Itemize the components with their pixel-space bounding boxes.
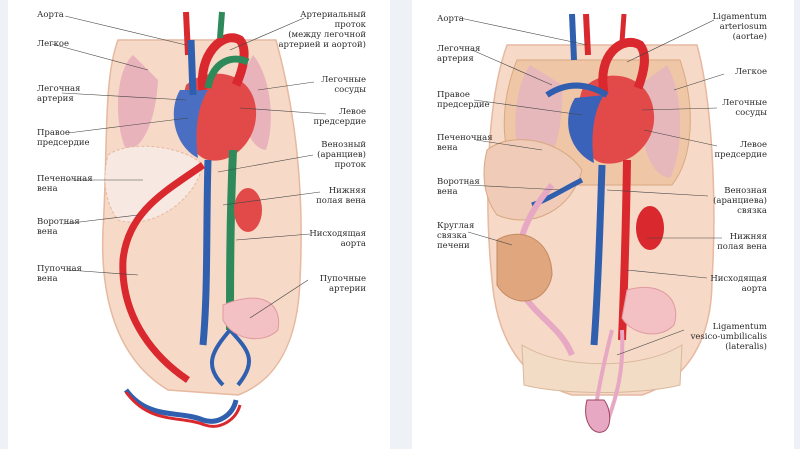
label-right-atrium: Правое предсердие: [437, 90, 490, 110]
right-lung: [117, 55, 158, 150]
aorta-arch: [598, 38, 649, 93]
adult-anatomy-drawing: [459, 13, 725, 433]
lig-vesico-umbilicalis-right: [606, 329, 625, 421]
fetal-circulation-panel: Аорта Легкое Легочная артерия Правое пре…: [8, 0, 390, 449]
aorta-arch: [197, 33, 249, 91]
label-left-atrium: Левое предсердие: [313, 107, 366, 127]
label-right-atrium: Правое предсердие: [37, 128, 90, 148]
label-hepatic-vein: Печеночная вена: [437, 133, 493, 153]
label-lig-vesico-umbilicalis: Ligamentum vesico-umbilicalis (lateralis…: [690, 322, 767, 352]
label-pulmonary-vessels: Легочные сосуды: [722, 98, 767, 118]
label-ivc: Нижняя полая вена: [717, 232, 767, 252]
umbilical-artery-left: [228, 328, 251, 387]
descending-aorta: [618, 159, 631, 341]
pulmonary-trunk: [204, 55, 250, 89]
pulmonary-trunk: [545, 82, 609, 98]
neck-artery-2: [619, 13, 627, 43]
label-pulmonary-artery: Легочная артерия: [437, 44, 481, 64]
label-portal-vein: Воротная вена: [437, 177, 480, 197]
label-ligamentum-arteriosum: Ligamentum arteriosum (aortae): [712, 12, 767, 42]
label-aorta: Аорта: [37, 10, 64, 20]
label-descending-aorta: Нисходящая аорта: [710, 274, 767, 294]
umbilical-cord: [123, 388, 239, 424]
label-pulmonary-vessels: Легочные сосуды: [321, 75, 366, 95]
label-umbilical-arteries: Пупочные артерии: [319, 274, 366, 294]
neck-artery-2: [217, 11, 225, 39]
label-round-ligament: Круглая связка печени: [437, 221, 475, 251]
adult-circulation-panel: Аорта Легочная артерия Правое предсердие…: [412, 0, 794, 449]
umbilicus: [585, 399, 611, 433]
label-ivc: Нижняя полая вена: [316, 186, 366, 206]
stomach: [496, 233, 553, 302]
label-venous-ligament: Венозная (аранциева) связка: [713, 186, 767, 216]
fetal-anatomy-drawing: [51, 11, 327, 428]
liver: [104, 145, 204, 223]
left-lung: [639, 65, 681, 178]
label-umbilical-vein: Пупочная вена: [37, 264, 82, 284]
label-ductus-venosus: Венозный (аранциев) проток: [317, 140, 366, 170]
label-lung: Легкое: [734, 67, 767, 77]
right-heart: [173, 90, 208, 158]
kidney: [234, 188, 262, 232]
intestine: [621, 286, 677, 335]
label-lung: Легкое: [37, 39, 70, 49]
label-left-atrium: Левое предсердие: [714, 140, 767, 160]
kidney: [636, 206, 664, 250]
svc: [187, 39, 197, 96]
neck-artery-1: [583, 13, 591, 56]
label-hepatic-vein: Печеночная вена: [37, 174, 93, 194]
ivc: [199, 159, 212, 346]
liver: [483, 139, 583, 221]
label-descending-aorta: Нисходящая аорта: [309, 229, 366, 249]
label-pulmonary-artery: Легочная артерия: [37, 84, 81, 104]
label-aorta: Аорта: [437, 14, 464, 24]
label-ductus-arteriosus: Артериальный проток (между легочной арте…: [278, 10, 366, 50]
right-heart: [568, 95, 604, 163]
ivc: [590, 164, 606, 346]
umbilical-artery-right: [210, 328, 232, 387]
label-portal-vein: Воротная вена: [37, 217, 80, 237]
neck-vein: [569, 13, 577, 61]
umbilical-vein: [119, 162, 206, 383]
neck-artery-1: [183, 11, 191, 56]
umbilical-cord-2: [124, 391, 242, 428]
